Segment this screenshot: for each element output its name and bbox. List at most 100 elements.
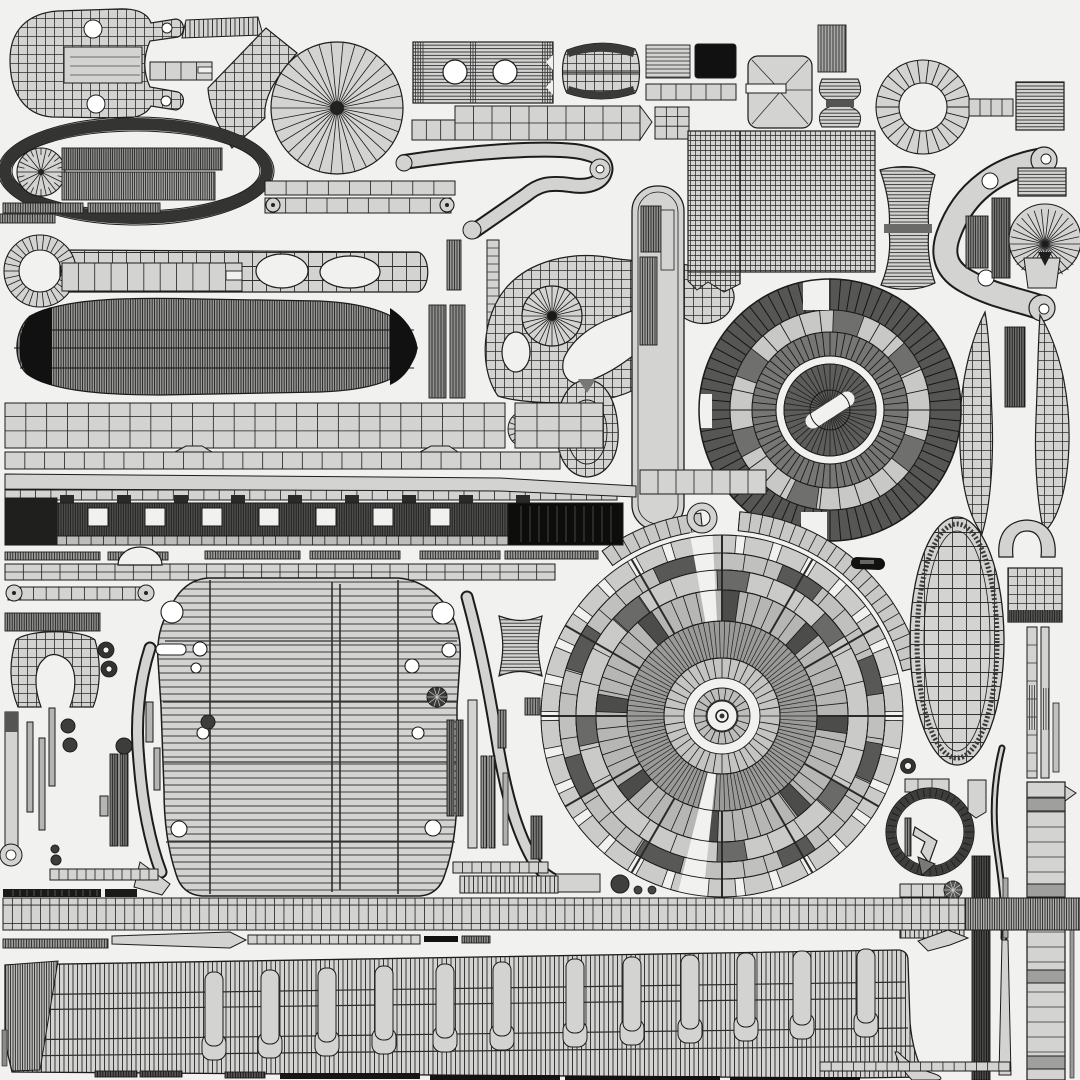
oval-disc-hub <box>38 169 44 175</box>
comb-teeth-0 <box>60 495 74 504</box>
right-col-stripes-5-stripes <box>500 710 507 748</box>
steering-wedge <box>917 856 936 876</box>
right-col-stripes-3-stripes <box>483 756 487 848</box>
fork-rod <box>61 262 243 292</box>
thin-bar-l2 <box>87 202 161 214</box>
comb-teeth-8 <box>516 495 530 504</box>
comb-teeth-6 <box>402 495 416 504</box>
steering-chevron <box>912 826 938 865</box>
pleats-2 <box>317 967 337 1043</box>
comb-teeth-2 <box>174 495 188 504</box>
wide-col-bands-2 <box>1026 969 1066 984</box>
seat-panel-holes-1 <box>431 601 455 625</box>
btm-edge-7 <box>730 1077 860 1080</box>
punched-plate-col3-stripes <box>542 42 553 103</box>
stripe-stack-2-stripes <box>63 172 215 200</box>
btm-edge-banded <box>819 1061 1011 1072</box>
pleats-3 <box>374 965 394 1041</box>
btm-piece-5-stripes <box>463 936 489 943</box>
hbar-455-bumps-0 <box>174 445 214 453</box>
right-col-stripes-2 <box>455 719 464 817</box>
small-bar-2 <box>654 106 690 140</box>
vstripes-b-stripes <box>968 216 988 268</box>
wheel1-notches-2 <box>698 394 712 428</box>
left-col-knobs-4 <box>50 854 62 866</box>
seat-panel-holes-5 <box>190 662 202 674</box>
bottom-band-dark-end-hatch <box>965 898 1080 930</box>
hbar-400-bands <box>5 403 505 448</box>
pleats-7 <box>622 956 642 1032</box>
thin-bars-552c <box>204 550 301 560</box>
wheel1-hub-slot <box>805 391 855 429</box>
wide-col-bands-1 <box>1026 883 1066 898</box>
fork-bar-bands <box>165 62 197 80</box>
dumbbell-dots-1 <box>144 591 148 595</box>
bottom-band <box>2 897 1080 931</box>
thin-bars-552f-stripes <box>507 551 597 559</box>
clamp-tongue-lines <box>70 56 140 76</box>
pleats-9 <box>736 952 756 1028</box>
btm-edge-3 <box>224 1071 266 1079</box>
small-ring-2 <box>900 758 916 774</box>
oval-ring-outer <box>0 116 275 226</box>
hook-ends-0 <box>395 154 413 172</box>
hourglass-hatch <box>499 616 542 676</box>
right-col-knob <box>610 874 630 894</box>
pleated-panel-left-wedge-hatch <box>5 961 58 1071</box>
btm-piece-3-bands <box>256 935 412 944</box>
pleated-panel-hatch <box>5 950 926 1078</box>
left-col-hbar-bands <box>58 869 150 880</box>
small-bar-2-bands <box>655 107 689 139</box>
hbar-top-2-dots-0 <box>271 203 275 207</box>
left-col-stripes-2-stripes <box>122 754 128 846</box>
seat-panel-hatch <box>157 578 461 896</box>
btm-edge-4 <box>280 1073 420 1079</box>
tall-pill-side <box>660 209 675 271</box>
seat-panel-holes-4 <box>404 658 420 674</box>
fan-disc-hub <box>547 311 557 321</box>
wheel1-hub-ring-line <box>809 389 851 431</box>
pleats-11 <box>856 948 876 1024</box>
black-square <box>694 43 737 79</box>
right-col-block-stripes <box>527 698 539 715</box>
stripe-block-620-stripes <box>7 613 99 631</box>
wheel2-outlines-2 <box>575 569 869 863</box>
left-col-knobs-2 <box>115 737 133 755</box>
wishbone-holes-0 <box>981 172 999 190</box>
dumbbell-dots-0 <box>12 591 16 595</box>
rbar-3 <box>1052 702 1060 773</box>
left-col-bars-5 <box>99 795 109 817</box>
comb-teeth-7 <box>459 495 473 504</box>
vbar-pair-a-stripes <box>431 305 445 398</box>
rbar-2 <box>1040 626 1050 779</box>
pleats-0 <box>204 971 224 1047</box>
btm-left-tick <box>1 1029 8 1067</box>
clamp-holes-2 <box>161 22 173 34</box>
bone-black-slot <box>860 560 874 564</box>
vstrip-small <box>446 239 462 291</box>
vstrip-small-stripes <box>449 240 460 290</box>
left-col-stripes-1 <box>109 753 119 847</box>
left-col-bars-3 <box>145 701 154 743</box>
wheel1-blocks-dark <box>731 309 926 510</box>
seat-panel-holes-3 <box>441 642 457 658</box>
right-col-stripe-box-hatch <box>460 876 558 893</box>
donut-ring-spokes <box>876 60 970 154</box>
comb-left-block <box>4 497 58 546</box>
spool-band <box>826 100 854 107</box>
vstripes-mid-stripes <box>1007 327 1025 407</box>
grid-square-band-hatch <box>1008 610 1062 622</box>
comb-slots-6 <box>429 507 451 527</box>
left-col-black-1-slits-stripes <box>12 890 98 896</box>
thin-bar-l3-stripes <box>2 214 53 223</box>
pill-rod-knob-spokes <box>944 881 962 899</box>
btm-edge-6 <box>565 1076 720 1080</box>
left-col-stripes-1-stripes <box>112 754 118 846</box>
wheel2-seams <box>541 535 903 897</box>
hbar-400-right-bands <box>515 403 603 448</box>
oval-ring-band <box>0 118 273 224</box>
hstripe-block-stripes <box>646 48 690 78</box>
hook-eye-hole <box>595 164 605 174</box>
wheel2-hub-spokes <box>694 688 750 744</box>
